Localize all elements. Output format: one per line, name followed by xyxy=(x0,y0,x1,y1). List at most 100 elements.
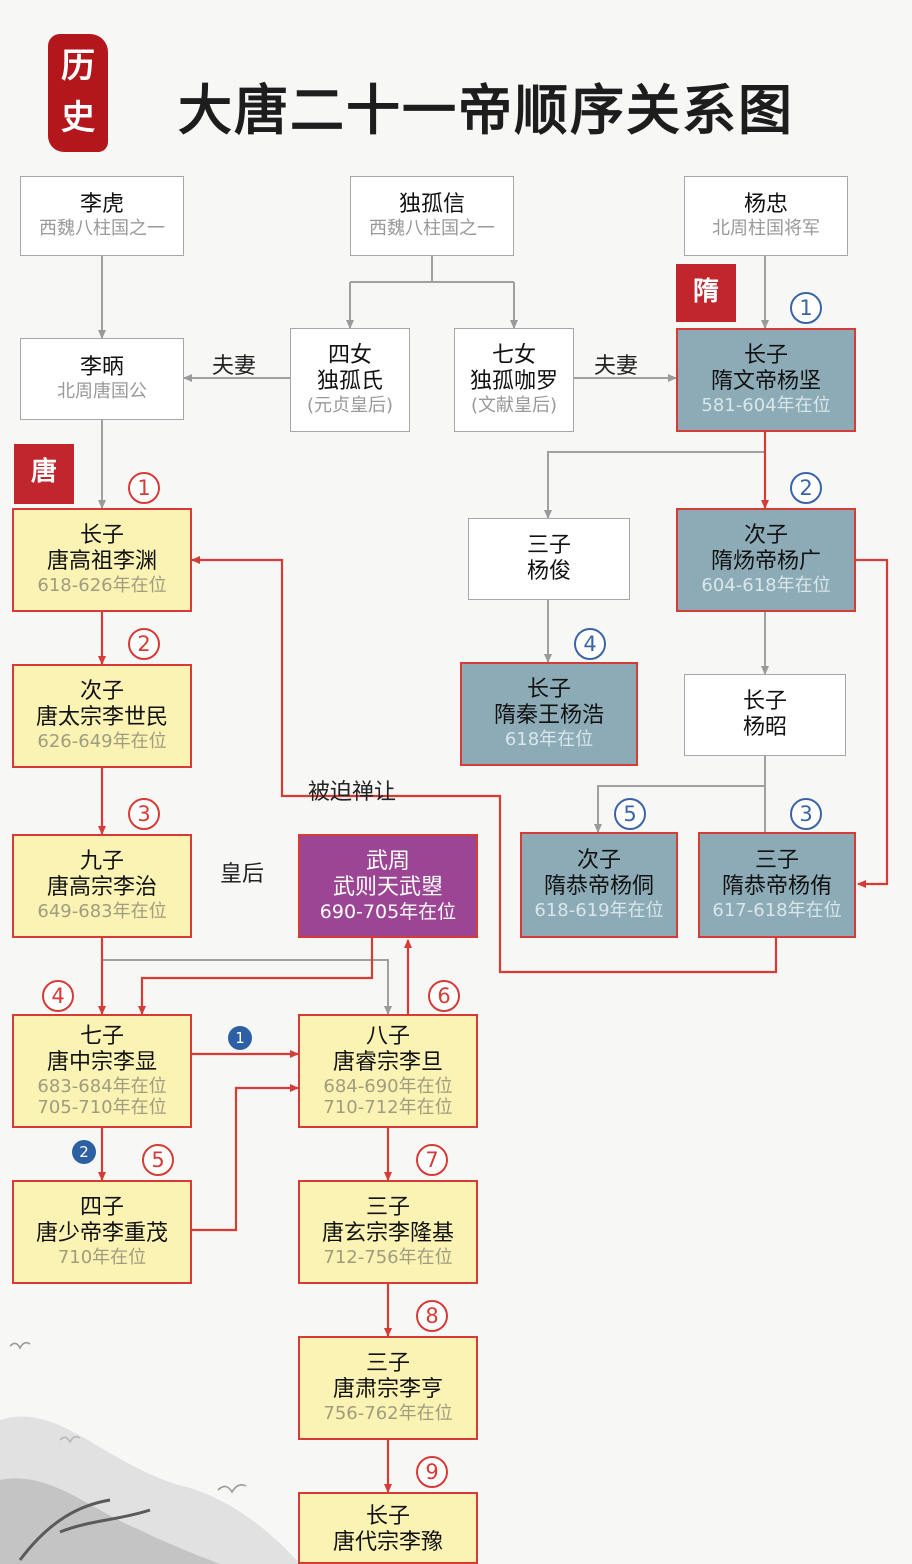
box-qinv-name: 独孤咖罗 xyxy=(469,369,558,395)
seal-char-1: 历 xyxy=(61,46,95,86)
box-yangyou-reign: 617-618年在位 xyxy=(712,900,842,922)
box-lixian-rank: 七子 xyxy=(79,1023,124,1049)
box-yangyou: 三子 隋恭帝杨侑 617-618年在位 xyxy=(698,832,856,938)
box-lishimin-name: 唐太宗李世民 xyxy=(35,705,168,731)
ink-landscape-decoration xyxy=(0,1416,300,1564)
box-yangyou-rank: 三子 xyxy=(754,848,799,874)
badge-tang-5: 5 xyxy=(142,1144,174,1176)
box-lidan-rank: 八子 xyxy=(365,1023,410,1049)
line-yangjian-yangjun xyxy=(544,451,765,519)
box-yangtong-rank: 次子 xyxy=(576,848,621,874)
box-lidan-reign-2: 710-712年在位 xyxy=(323,1096,453,1118)
box-yangguang-rank: 次子 xyxy=(743,523,788,549)
relation-beipo-chanrang: 被迫禅让 xyxy=(308,780,397,805)
line-yangzhao-sons xyxy=(598,756,766,832)
box-yangzhao: 长子 杨昭 xyxy=(684,674,846,756)
box-wuzetian: 武周 武则天武曌 690-705年在位 xyxy=(298,834,478,938)
relation-fuqi-right: 夫妻 xyxy=(594,354,639,379)
box-lilongji-rank: 三子 xyxy=(365,1195,410,1221)
box-libing-title: 李昞 xyxy=(79,355,124,381)
badge-tang-7: 7 xyxy=(416,1144,448,1176)
box-lihu-note: 西魏八柱国之一 xyxy=(39,218,165,240)
badge-sui-3: 3 xyxy=(790,798,822,830)
box-yangjian-reign: 581-604年在位 xyxy=(701,395,831,417)
badge-sui-1: 1 xyxy=(790,292,822,324)
box-yangzhao-name: 杨昭 xyxy=(742,715,787,740)
box-sinv: 四女 独孤氏 (元贞皇后) xyxy=(290,328,410,432)
box-lishimin-reign: 626-649年在位 xyxy=(37,731,167,753)
sui-tag: 隋 xyxy=(676,264,736,322)
box-liyuan-name: 唐高祖李渊 xyxy=(46,549,157,575)
box-libing-note: 北周唐国公 xyxy=(57,381,147,403)
box-yangtong-name: 隋恭帝杨侗 xyxy=(543,874,654,900)
badge-tang-8: 8 xyxy=(416,1300,448,1332)
tang-tag: 唐 xyxy=(14,444,74,504)
box-liyu-name: 唐代宗李豫 xyxy=(332,1529,443,1555)
badge-tang-6: 6 xyxy=(428,980,460,1012)
box-yangzhong: 杨忠 北周柱国将军 xyxy=(684,176,848,256)
box-yangjian-rank: 长子 xyxy=(743,343,788,369)
box-yanghao-reign: 618年在位 xyxy=(504,729,594,751)
relation-fuqi-left: 夫妻 xyxy=(212,354,257,379)
line-lichongmao-lidan xyxy=(192,1084,299,1232)
box-yangjun-name: 杨俊 xyxy=(526,559,571,584)
box-lidan-reign-1: 684-690年在位 xyxy=(323,1075,453,1097)
page-title: 大唐二十一帝顺序关系图 xyxy=(178,78,794,142)
box-liyu-rank: 长子 xyxy=(365,1504,410,1529)
box-sinv-title: (元贞皇后) xyxy=(306,395,394,417)
badge-tang-2: 2 xyxy=(128,628,160,660)
box-lihu-title: 李虎 xyxy=(79,192,124,218)
box-lidan-name: 唐睿宗李旦 xyxy=(332,1049,443,1075)
box-lilongji: 三子 唐玄宗李隆基 712-756年在位 xyxy=(298,1180,478,1284)
box-wuzetian-reign: 690-705年在位 xyxy=(319,900,457,923)
box-yangjun: 三子 杨俊 xyxy=(468,518,630,600)
box-sinv-name: 独孤氏 xyxy=(316,369,383,395)
box-yangzhao-rank: 长子 xyxy=(742,689,787,715)
box-lichongmao: 四子 唐少帝李重茂 710年在位 xyxy=(12,1180,192,1284)
box-qinv-title: (文献皇后) xyxy=(470,395,558,417)
box-lixian: 七子 唐中宗李显 683-684年在位 705-710年在位 xyxy=(12,1014,192,1128)
badge-sui-4: 4 xyxy=(574,628,606,660)
box-wuzetian-dynasty: 武周 xyxy=(365,848,410,874)
box-liheng-name: 唐肃宗李亨 xyxy=(332,1377,443,1403)
box-lizhi-name: 唐高宗李治 xyxy=(46,875,157,901)
box-lixian-reign-1: 683-684年在位 xyxy=(37,1075,167,1097)
box-lichongmao-rank: 四子 xyxy=(79,1195,124,1221)
box-yangtong-reign: 618-619年在位 xyxy=(534,900,664,922)
line-yangyou-liyuan xyxy=(191,556,778,974)
box-qinv: 七女 独孤咖罗 (文献皇后) xyxy=(454,328,574,432)
line-yangguang-yangyou xyxy=(856,558,889,888)
box-duguxin: 独孤信 西魏八柱国之一 xyxy=(350,176,514,256)
box-libing: 李昞 北周唐国公 xyxy=(20,338,184,420)
box-liyuan: 长子 唐高祖李渊 618-626年在位 xyxy=(12,508,192,612)
seal-char-2: 史 xyxy=(61,98,95,138)
box-lidan: 八子 唐睿宗李旦 684-690年在位 710-712年在位 xyxy=(298,1014,478,1128)
box-wuzetian-name: 武则天武曌 xyxy=(332,874,443,900)
box-liyuan-rank: 长子 xyxy=(79,523,124,549)
box-yanghao: 长子 隋秦王杨浩 618年在位 xyxy=(460,662,638,766)
box-yangguang-name: 隋炀帝杨广 xyxy=(710,549,821,575)
box-lixian-reign-2: 705-710年在位 xyxy=(37,1096,167,1118)
box-liheng-rank: 三子 xyxy=(365,1351,410,1377)
box-liheng: 三子 唐肃宗李亨 756-762年在位 xyxy=(298,1336,478,1440)
box-lichongmao-reign: 710年在位 xyxy=(57,1247,147,1269)
box-lilongji-reign: 712-756年在位 xyxy=(323,1247,453,1269)
box-lizhi: 九子 唐高宗李治 649-683年在位 xyxy=(12,834,192,938)
badge-tang-1: 1 xyxy=(128,472,160,504)
box-lizhi-rank: 九子 xyxy=(79,849,124,875)
box-yangyou-name: 隋恭帝杨侑 xyxy=(721,874,832,900)
line-lizhi-lidan xyxy=(102,959,392,1015)
box-lixian-name: 唐中宗李显 xyxy=(46,1049,157,1075)
box-lihu: 李虎 西魏八柱国之一 xyxy=(20,176,184,256)
badge-solid-2: 2 xyxy=(72,1140,96,1164)
box-lichongmao-name: 唐少帝李重茂 xyxy=(35,1221,168,1247)
box-yanghao-rank: 长子 xyxy=(526,677,571,703)
box-lilongji-name: 唐玄宗李隆基 xyxy=(321,1221,454,1247)
badge-tang-9: 9 xyxy=(416,1456,448,1488)
box-yangzhong-note: 北周柱国将军 xyxy=(712,218,820,240)
box-liyuan-reign: 618-626年在位 xyxy=(37,575,167,597)
box-liyu: 长子 唐代宗李豫 xyxy=(298,1492,478,1564)
box-yangjian-name: 隋文帝杨坚 xyxy=(710,369,821,395)
box-liheng-reign: 756-762年在位 xyxy=(323,1403,453,1425)
